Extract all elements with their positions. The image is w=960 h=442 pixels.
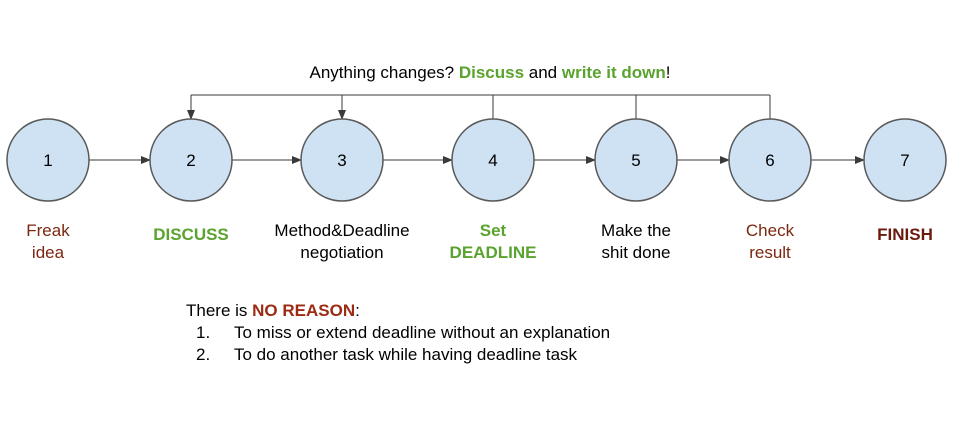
step-label-2: DISCUSS (106, 224, 276, 246)
rules-emphasis: NO REASON (252, 301, 356, 320)
step-node-1 (6, 118, 90, 202)
rule-text: To miss or extend deadline without an ex… (234, 323, 611, 342)
step-number-7: 7 (900, 151, 909, 170)
step-label-line: Method&Deadline (274, 221, 410, 240)
feedback-suffix: ! (665, 63, 671, 82)
step-number-2: 2 (186, 151, 195, 170)
step-label-line: DISCUSS (153, 225, 229, 244)
rules-list: 1. To miss or extend deadline without an … (186, 322, 610, 366)
step-label-3: Method&Deadline negotiation (257, 220, 427, 264)
feedback-prefix: Anything changes? (309, 63, 459, 82)
step-label-7: FINISH (820, 224, 960, 246)
step-label-6: Check result (685, 220, 855, 264)
step-number-1: 1 (43, 151, 52, 170)
feedback-discuss: Discuss (458, 63, 525, 82)
rules-block: There is NO REASON: 1. To miss or extend … (186, 300, 610, 366)
feedback-caption: Anything changes? Discuss and write it d… (0, 62, 960, 84)
rule-number: 2. (196, 345, 211, 364)
step-nodes: 1 2 3 4 5 6 7 (6, 118, 947, 202)
rules-prefix: There is (186, 301, 253, 320)
step-node-3 (300, 118, 384, 202)
step-node-5 (594, 118, 678, 202)
rules-heading: There is NO REASON: (186, 300, 610, 322)
step-number-6: 6 (765, 151, 774, 170)
step-label-line: Freak (26, 221, 70, 240)
step-label-1: Freak idea (0, 220, 133, 264)
step-label-line: DEADLINE (449, 243, 537, 262)
rule-text: To do another task while having deadline… (234, 345, 578, 364)
step-label-line: negotiation (300, 243, 384, 262)
step-label-line: Set (479, 221, 507, 240)
step-node-7 (863, 118, 947, 202)
rule-item: 1. To miss or extend deadline without an … (186, 322, 610, 344)
rule-number: 1. (196, 323, 211, 342)
step-node-4 (451, 118, 535, 202)
feedback-middle: and (524, 63, 562, 82)
step-node-6 (728, 118, 812, 202)
rule-item: 2. To do another task while having deadli… (186, 344, 610, 366)
feedback-write: write it down (561, 63, 666, 82)
step-label-line: FINISH (877, 225, 933, 244)
step-number-4: 4 (488, 151, 497, 170)
step-label-line: Check (745, 221, 795, 240)
feedback-loop (187, 94, 771, 120)
step-number-5: 5 (631, 151, 640, 170)
step-label-line: idea (31, 243, 65, 262)
step-label-line: shit done (601, 243, 671, 262)
step-number-3: 3 (337, 151, 346, 170)
step-label-line: Make the (601, 221, 671, 240)
rules-suffix: : (355, 301, 360, 320)
step-label-5: Make the shit done (551, 220, 721, 264)
step-node-2 (149, 118, 233, 202)
step-label-line: result (749, 243, 791, 262)
